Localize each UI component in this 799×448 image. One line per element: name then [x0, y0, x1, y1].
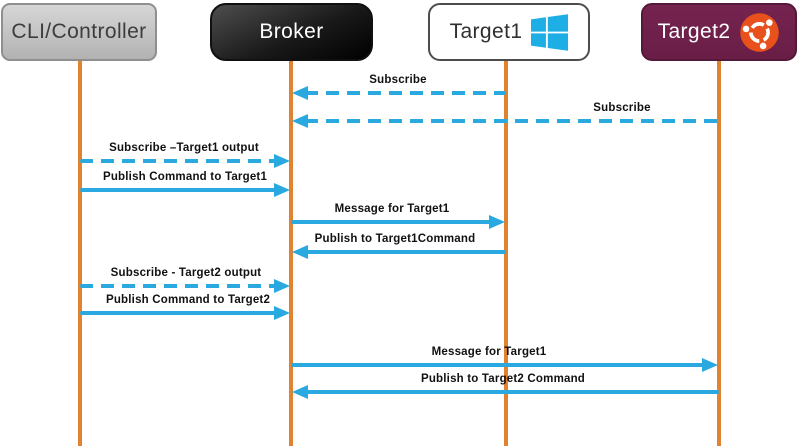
- actor-target1: Target1: [428, 3, 590, 61]
- actor-label-target2: Target2: [657, 20, 731, 43]
- message-line-9: [291, 363, 706, 367]
- actor-broker: Broker: [210, 3, 373, 61]
- message-label-2: Subscribe: [593, 102, 651, 114]
- message-line-1: [305, 91, 506, 95]
- message-arrowhead-1: [292, 86, 308, 100]
- message-arrowhead-7: [274, 279, 290, 293]
- message-arrowhead-6: [292, 245, 308, 259]
- message-line-10: [305, 390, 719, 394]
- lifeline-target1: [504, 60, 508, 446]
- message-arrowhead-3: [274, 154, 290, 168]
- message-line-3: [80, 159, 278, 163]
- message-line-5: [291, 220, 493, 224]
- message-label-3: Subscribe –Target1 output: [109, 142, 259, 154]
- message-label-6: Publish to Target1Command: [314, 233, 476, 245]
- ubuntu-icon: [740, 12, 780, 52]
- actor-label-target1: Target1: [449, 20, 523, 43]
- actor-target2: Target2: [641, 3, 797, 61]
- message-label-9: Message for Target1: [431, 346, 547, 358]
- lifeline-target2: [717, 60, 721, 446]
- actor-label-broker: Broker: [259, 20, 324, 43]
- message-label-1: Subscribe: [369, 74, 427, 86]
- message-label-5: Message for Target1: [334, 203, 450, 215]
- message-arrowhead-8: [274, 306, 290, 320]
- message-arrowhead-9: [702, 358, 718, 372]
- lifeline-cli: [78, 60, 82, 446]
- message-arrowhead-4: [274, 183, 290, 197]
- lifeline-broker: [289, 60, 293, 446]
- message-line-4: [80, 188, 278, 192]
- message-arrowhead-5: [489, 215, 505, 229]
- message-arrowhead-2: [292, 114, 308, 128]
- message-label-4: Publish Command to Target1: [102, 171, 268, 183]
- message-label-8: Publish Command to Target2: [105, 294, 271, 306]
- windows-icon: [531, 13, 569, 51]
- message-line-7: [80, 284, 278, 288]
- actor-label-cli: CLI/Controller: [11, 20, 147, 43]
- message-label-10: Publish to Target2 Command: [420, 373, 586, 385]
- message-line-8: [80, 311, 278, 315]
- message-label-7: Subscribe - Target2 output: [110, 267, 262, 279]
- message-line-6: [305, 250, 506, 254]
- actor-cli: CLI/Controller: [1, 3, 157, 61]
- message-arrowhead-10: [292, 385, 308, 399]
- message-line-2: [305, 119, 719, 123]
